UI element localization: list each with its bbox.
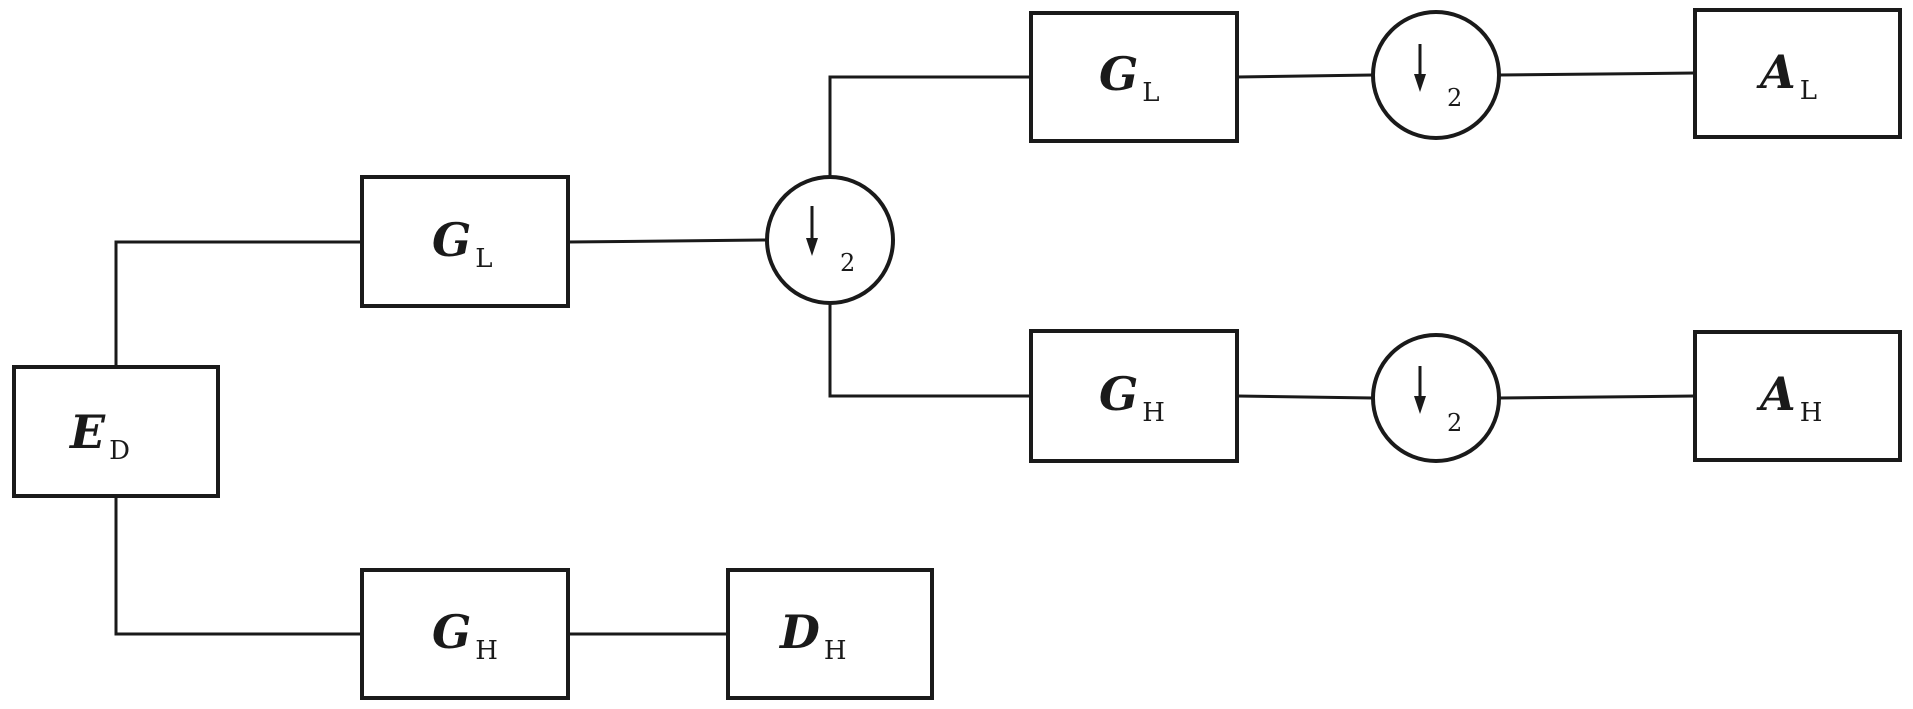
down-arrow-head-icon xyxy=(1414,396,1426,414)
svg-text:GL: GL xyxy=(432,213,493,274)
block-ed-symbol: E xyxy=(68,405,106,459)
down-arrow-head-icon xyxy=(1414,74,1426,92)
svg-text:ED: ED xyxy=(68,405,130,466)
block-gh-level2-symbol: G xyxy=(1099,367,1138,421)
block-dh-subscript: H xyxy=(824,636,847,666)
block-gh-level1-symbol: G xyxy=(432,605,471,659)
block-gl-level1-symbol: G xyxy=(432,213,471,267)
block-gl-level1-subscript: L xyxy=(475,244,492,274)
downsampler-1-factor: 2 xyxy=(840,249,855,277)
downsampler-2: 2 xyxy=(1371,10,1501,140)
wire-gh2-to-ds3 xyxy=(1236,394,1374,400)
block-gh-level2-subscript: H xyxy=(1142,398,1165,428)
svg-text:AL: AL xyxy=(1756,45,1817,106)
wire-ds2-to-al xyxy=(1498,71,1696,77)
wire-ed-to-gh1 xyxy=(114,496,362,636)
block-gh-level1-subscript: H xyxy=(475,636,498,666)
block-ah-subscript: H xyxy=(1800,398,1823,428)
wire-ds1-to-gl2 xyxy=(828,75,1031,177)
downsampler-1: 2 xyxy=(765,175,895,305)
block-gl-level2-symbol: G xyxy=(1099,47,1138,101)
block-ed-subscript: D xyxy=(109,436,130,466)
wire-gl1-to-ds1 xyxy=(567,238,769,244)
downsampler-3: 2 xyxy=(1371,333,1501,463)
block-ah-symbol: A xyxy=(1756,367,1796,421)
downsampler-3-factor: 2 xyxy=(1447,409,1462,437)
wire-ed-to-gl1 xyxy=(114,240,362,367)
block-al-symbol: A xyxy=(1756,45,1796,99)
svg-text:AH: AH xyxy=(1756,367,1822,428)
wire-ds1-to-gh2 xyxy=(828,303,1031,398)
svg-text:DH: DH xyxy=(778,605,847,666)
block-dh-symbol: D xyxy=(778,605,820,659)
block-al-subscript: L xyxy=(1800,76,1817,106)
svg-text:GL: GL xyxy=(1099,47,1160,108)
wire-ds3-to-ah xyxy=(1498,394,1696,400)
down-arrow-head-icon xyxy=(806,238,818,256)
svg-text:GH: GH xyxy=(1099,367,1165,428)
downsampler-2-factor: 2 xyxy=(1447,84,1462,112)
block-gl-level2-subscript: L xyxy=(1142,78,1159,108)
connection-wires xyxy=(114,71,1696,636)
svg-text:GH: GH xyxy=(432,605,498,666)
wire-gl2-to-ds2 xyxy=(1236,73,1374,79)
